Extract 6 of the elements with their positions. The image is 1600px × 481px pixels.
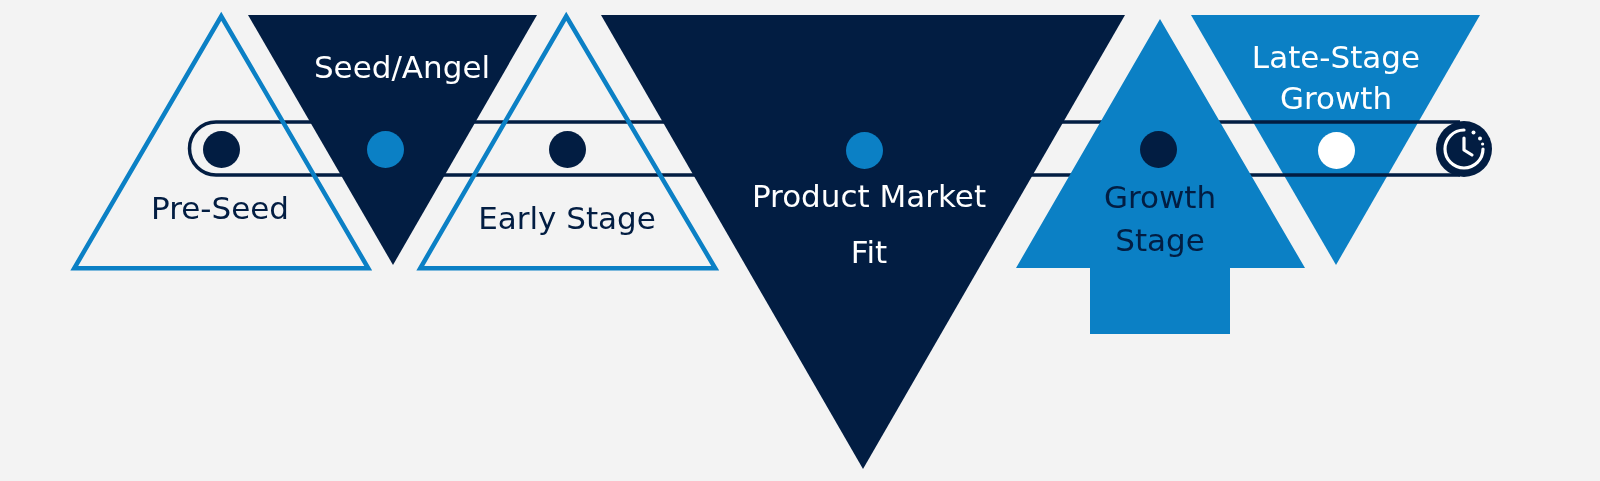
stage-label: Seed/Angel <box>313 48 491 87</box>
stage-label: Pre-Seed <box>150 189 290 228</box>
stage-label: Product Market Fit <box>751 177 987 272</box>
stage-label: Growth Stage <box>1103 178 1217 260</box>
stage-label: Early Stage <box>477 199 657 238</box>
stage-label: Late-Stage Growth <box>1251 38 1421 118</box>
